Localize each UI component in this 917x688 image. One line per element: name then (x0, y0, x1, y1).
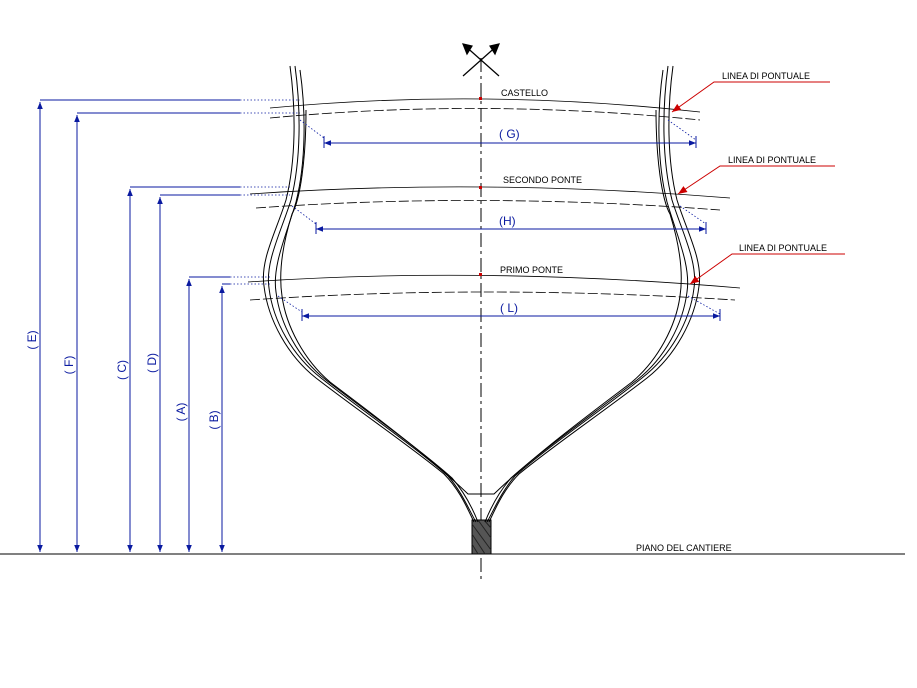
deck-lines (247, 98, 741, 301)
deck-center-markers (479, 97, 482, 276)
hull-outline (262, 65, 701, 523)
projection-lines (230, 99, 721, 315)
dimension-label-c: ( C) (115, 360, 129, 380)
dimension-label-f: ( F) (62, 356, 76, 375)
label-piano-del-cantiere: PIANO DEL CANTIERE (636, 543, 732, 553)
dimension-label-a: ( A) (174, 403, 188, 422)
keel-block (471, 519, 492, 555)
callout-linea-di-pontuale-2: LINEA DI PONTUALE (728, 155, 816, 165)
dimension-label-h: (H) (499, 214, 516, 228)
centerline-symbol-icon (462, 43, 500, 77)
label-secondo-ponte: SECONDO PONTE (503, 175, 582, 185)
label-castello: CASTELLO (501, 88, 548, 98)
dimension-label-g: ( G) (499, 127, 520, 141)
vertical-dimensions (37, 99, 240, 552)
callout-leaders (671, 81, 845, 285)
label-primo-ponte: PRIMO PONTE (500, 265, 563, 275)
dimension-label-b: ( B) (207, 410, 221, 429)
callout-linea-di-pontuale-3: LINEA DI PONTUALE (739, 243, 827, 253)
dimension-label-l: ( L) (500, 301, 518, 315)
dimension-label-d: ( D) (145, 353, 159, 373)
dimension-label-e: ( E) (25, 330, 39, 349)
callout-linea-di-pontuale-1: LINEA DI PONTUALE (722, 71, 810, 81)
horizontal-dimensions (301, 136, 721, 321)
